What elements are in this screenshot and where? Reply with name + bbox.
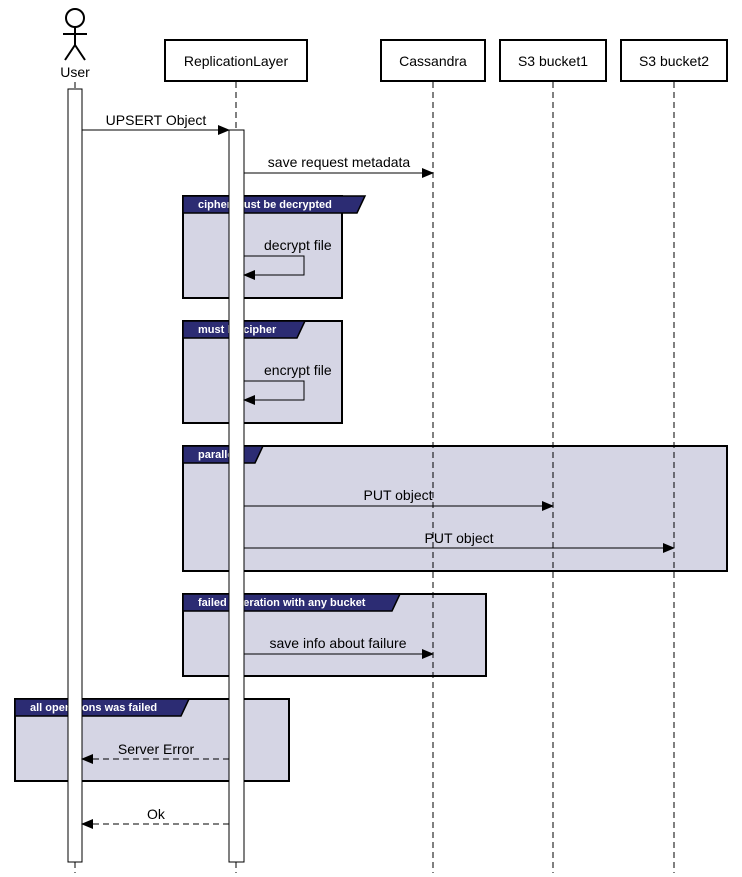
participant-label-s3-bucket1: S3 bucket1 [518,53,588,69]
actor-right-leg [74,44,86,61]
activation-bar-replication-layer [228,129,245,863]
message-label-put2: PUT object [425,530,494,546]
message-label-save-failure: save info about failure [270,635,407,651]
participant-label-replication-layer: ReplicationLayer [184,53,289,69]
message-encrypt-file: encrypt file [243,362,332,405]
message-label-server-error: Server Error [118,741,195,757]
message-put-object-bucket2: PUT object [244,530,675,553]
activation-bar-user [67,88,83,863]
message-save-request-metadata: save request metadata [244,154,434,178]
message-label-decrypt: decrypt file [264,237,332,253]
message-save-info-about-failure: save info about failure [244,635,434,659]
actor-user [63,8,87,61]
frame-label-decrypt: cipher must be decrypted [198,199,332,211]
participant-label-user: User [60,64,90,80]
frame-all-operations-was-failed: all operations was failed [14,698,290,782]
frame-parallel: parallel [182,445,728,572]
message-label-put1: PUT object [364,487,433,503]
message-label-save-metadata: save request metadata [268,154,411,170]
frame-label-parallel: parallel [198,449,237,461]
participant-label-s3-bucket2: S3 bucket2 [639,53,709,69]
actor-left-leg [64,44,76,61]
message-server-error: Server Error [81,741,229,764]
message-upsert-object: UPSERT Object [82,112,230,135]
message-label-upsert: UPSERT Object [106,112,207,128]
participant-cassandra: Cassandra [380,39,486,82]
message-label-ok: Ok [147,806,166,822]
actor-head [65,8,85,28]
participant-s3-bucket2: S3 bucket2 [620,39,728,82]
participant-s3-bucket1: S3 bucket1 [499,39,607,82]
frame-label-failed-any: failed operation with any bucket [198,597,366,609]
participant-label-cassandra: Cassandra [399,53,467,69]
message-label-encrypt: encrypt file [264,362,332,378]
message-decrypt-file: decrypt file [243,237,332,280]
message-ok: Ok [81,806,229,829]
participant-replication-layer: ReplicationLayer [164,39,308,82]
frame-label-all-failed: all operations was failed [30,702,157,714]
message-put-object-bucket1: PUT object [244,487,554,511]
frame-must-be-cipher: must be cipher [182,320,343,424]
